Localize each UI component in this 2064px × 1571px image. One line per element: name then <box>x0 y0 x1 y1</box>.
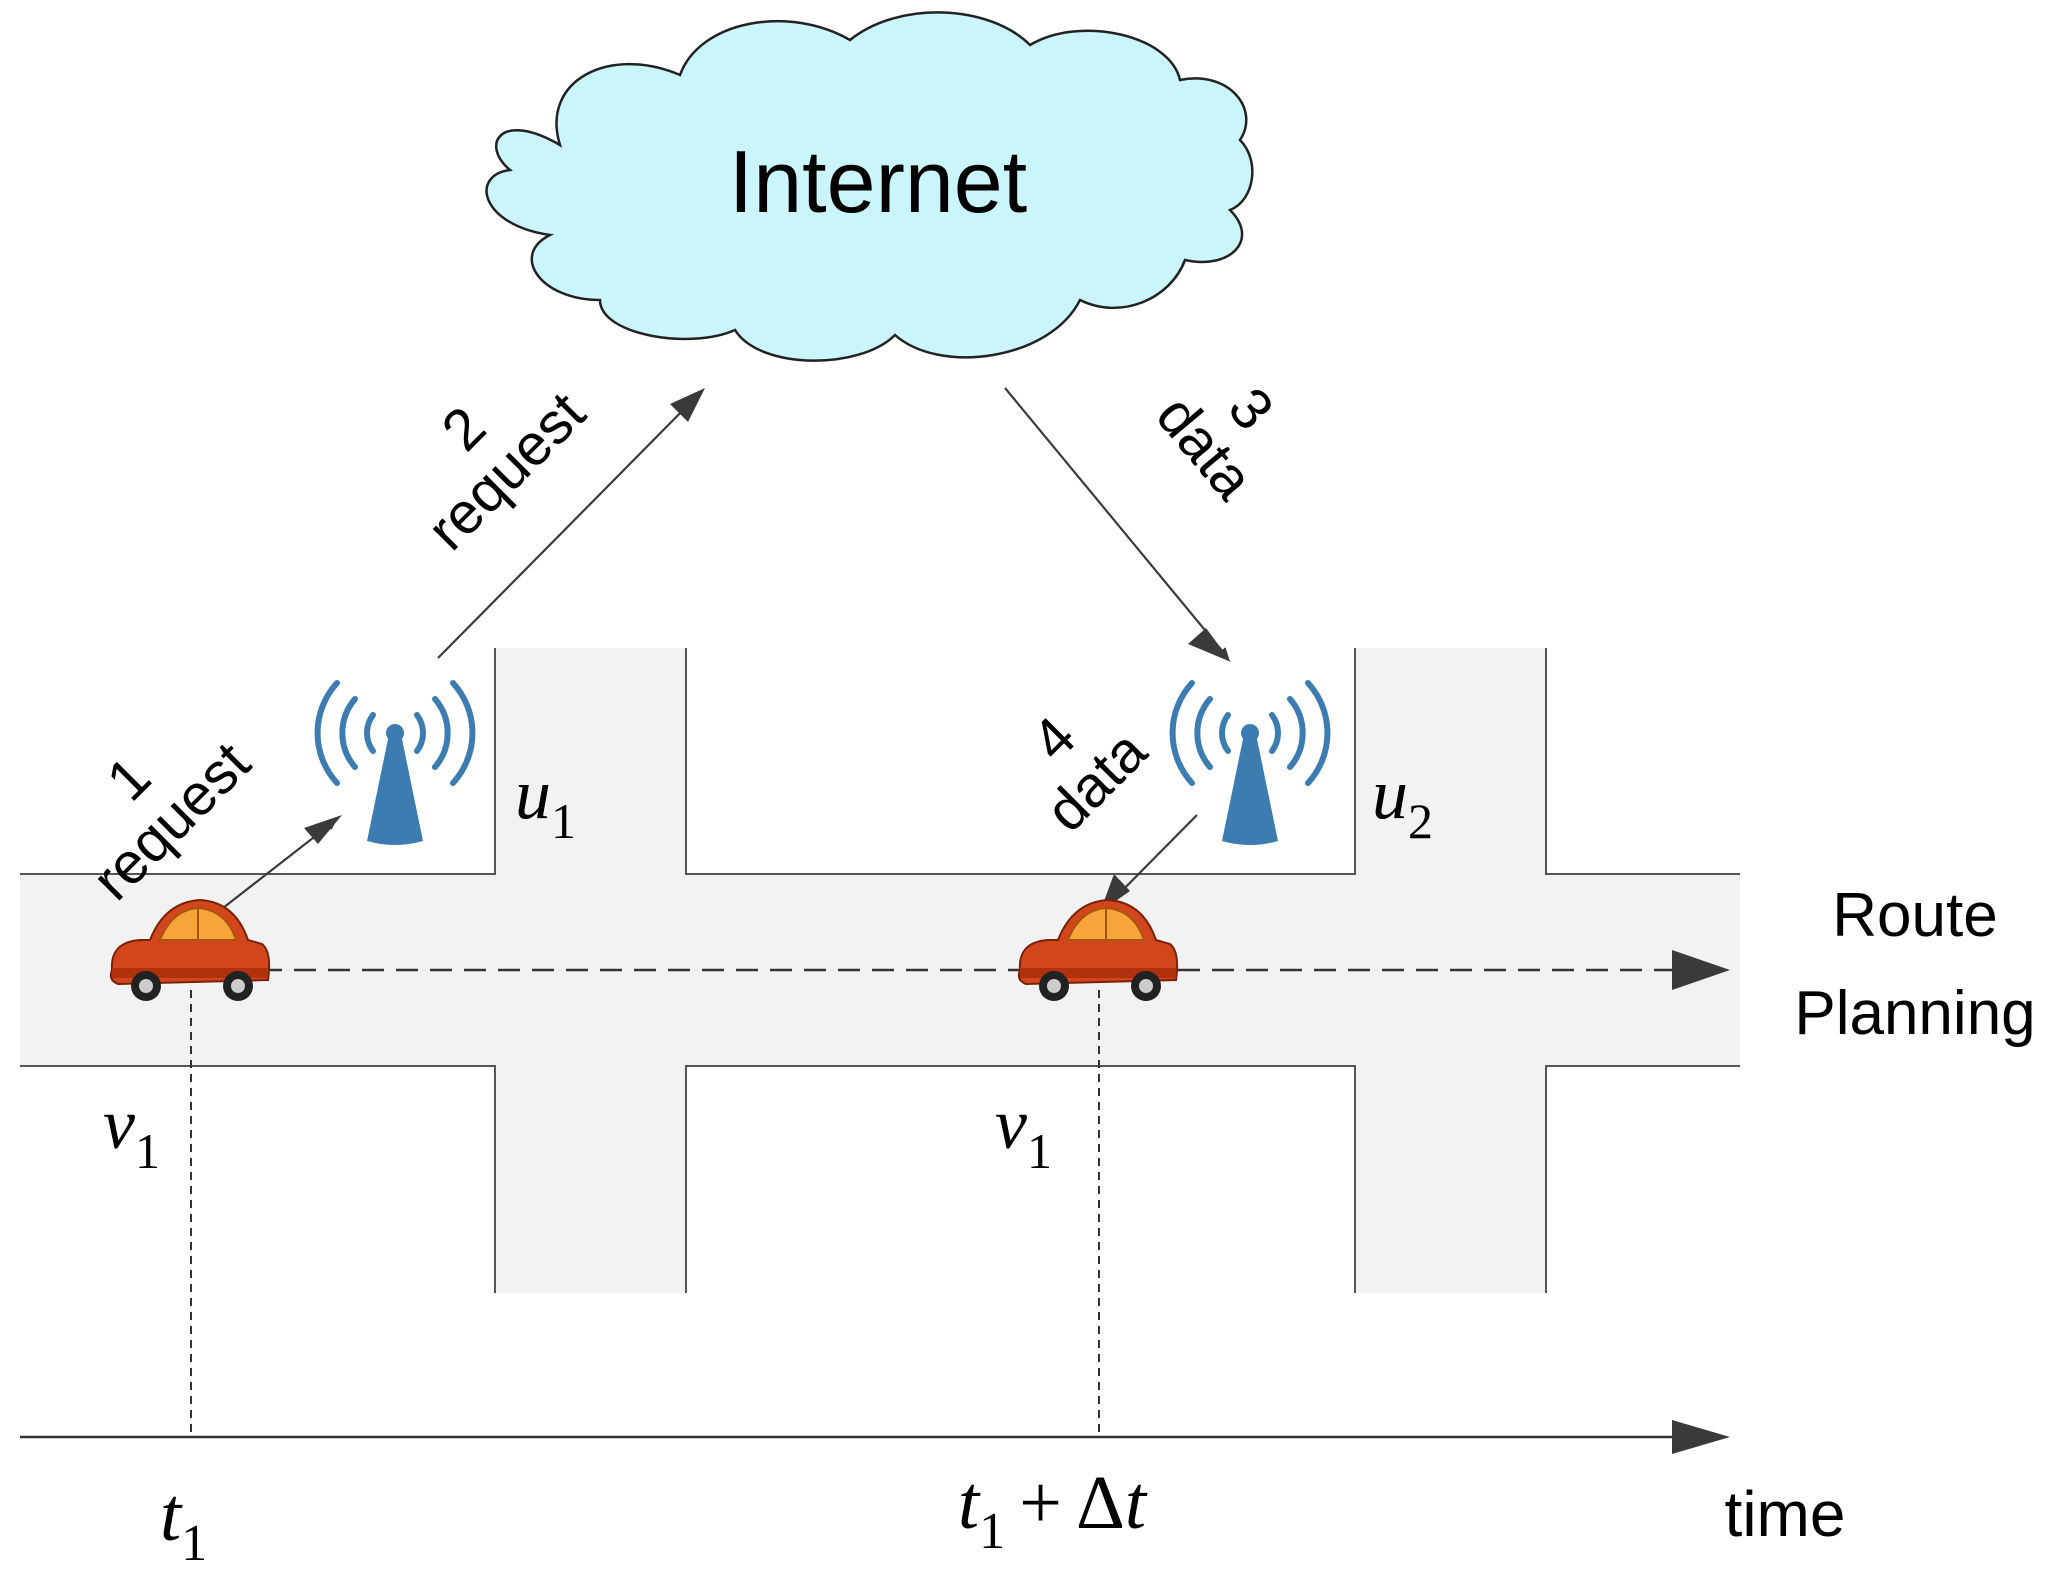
arrowheads-large <box>304 388 1231 912</box>
arrow-step-2 <box>437 391 702 659</box>
car-icon-first <box>109 898 271 1001</box>
cloud-shape <box>485 11 1254 362</box>
timeline: t1 t1+Δt time <box>20 990 1845 1571</box>
message-arrows <box>204 387 1230 923</box>
vehicle-label-second: v1 <box>995 1084 1052 1179</box>
rsu-label-u2: u2 <box>1372 754 1433 849</box>
route-label-line2: Planning <box>1794 979 2035 1048</box>
vehicle-label-first: v1 <box>103 1084 160 1179</box>
step-2-label: 2 request <box>415 380 598 563</box>
arrowhead-step-3 <box>1188 628 1231 662</box>
route-arrowhead <box>1672 950 1730 990</box>
arrowhead-step-1 <box>304 815 342 844</box>
time-label-t1: t1 <box>160 1473 207 1571</box>
time-axis-arrowhead <box>1672 1420 1730 1454</box>
step-4-label: 4 data <box>1019 704 1159 844</box>
arrow-step-3 <box>1004 387 1230 660</box>
time-label-t1-plus-delta: t1+Δt <box>958 1461 1148 1560</box>
antenna-icon-u1 <box>314 680 476 845</box>
route-label-line1: Route <box>1832 881 1997 950</box>
step-3-label: data 3 <box>1144 376 1286 513</box>
internet-cloud: Internet <box>485 11 1254 362</box>
time-axis-label: time <box>1725 1478 1846 1550</box>
rsu-label-u1: u1 <box>515 754 576 849</box>
road-network <box>20 648 1740 1293</box>
road-edge-top <box>20 648 1740 875</box>
antenna-icon-u2 <box>1169 680 1331 845</box>
road-edge-bottom <box>20 1065 1740 1293</box>
route-planning-label: Route Planning <box>1794 881 2035 1048</box>
car-icon-second <box>1017 898 1179 1001</box>
cloud-label: Internet <box>729 132 1027 231</box>
arrowhead-step-2 <box>670 388 705 422</box>
